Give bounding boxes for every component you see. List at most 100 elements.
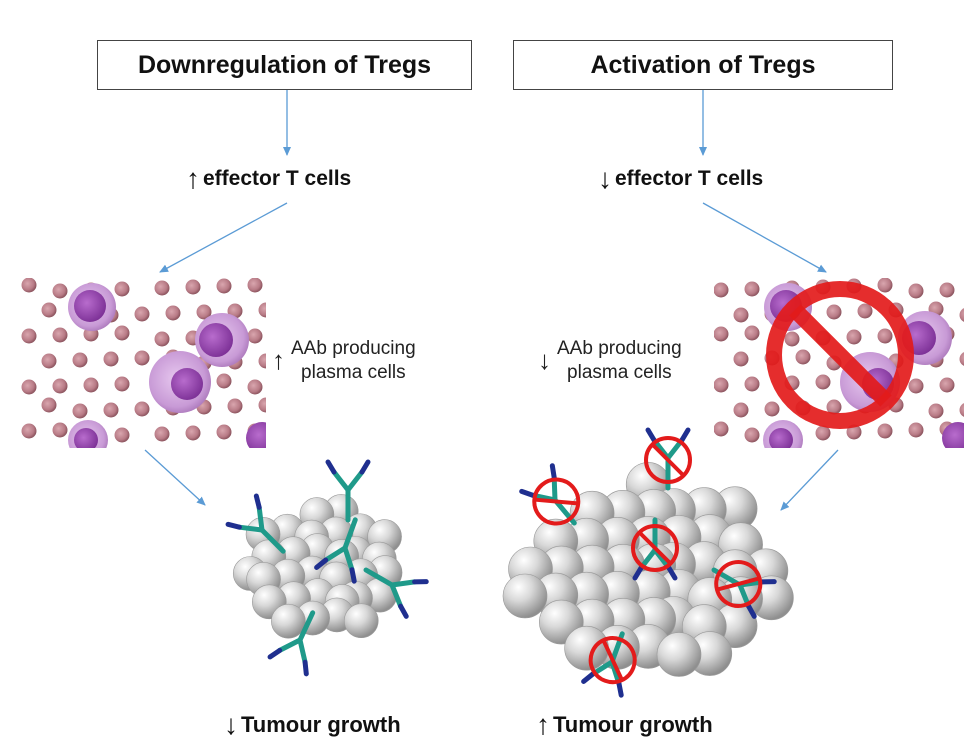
red-blood-cell xyxy=(247,278,263,293)
antibody-icon xyxy=(225,493,286,554)
antibody-icon xyxy=(711,560,777,619)
red-blood-cell xyxy=(114,376,130,392)
red-blood-cell xyxy=(877,423,893,439)
aab-line2: plasma cells xyxy=(567,361,672,383)
red-blood-cell xyxy=(258,353,266,369)
red-blood-cell xyxy=(959,403,964,417)
red-blood-cell xyxy=(41,397,57,413)
prohibition-sign-icon xyxy=(644,436,692,484)
red-blood-cell xyxy=(939,377,955,393)
plasma-cell xyxy=(246,422,266,448)
effector-text: effector T cells xyxy=(203,167,352,190)
down-arrow-icon: ↓ xyxy=(598,163,612,194)
red-blood-cell xyxy=(134,306,150,322)
red-blood-cell xyxy=(939,282,955,298)
red-blood-cell xyxy=(52,378,68,394)
up-arrow-icon: ↑ xyxy=(186,163,200,194)
red-blood-cell xyxy=(258,397,266,413)
antibody-icon xyxy=(581,631,637,698)
tumour-cell xyxy=(656,632,702,677)
arrow-left-effector-to-smear xyxy=(159,202,288,273)
red-blood-cell xyxy=(714,377,729,393)
red-blood-cell xyxy=(154,280,170,296)
plasma-cell xyxy=(763,420,803,448)
red-blood-cell xyxy=(154,426,170,442)
plasma-cell xyxy=(68,420,108,448)
red-blood-cell xyxy=(744,376,760,392)
red-blood-cell xyxy=(103,402,119,418)
tumour-cell-cluster-icon xyxy=(502,462,794,677)
blood-smear-left xyxy=(20,278,266,448)
red-blood-cell xyxy=(216,278,232,294)
red-blood-cell xyxy=(134,350,150,366)
antibody-icon xyxy=(363,567,429,619)
up-arrow-icon: ↑ xyxy=(272,345,285,376)
red-blood-cell xyxy=(908,283,924,299)
tumour-cell xyxy=(502,573,548,619)
red-blood-cell xyxy=(959,352,964,366)
red-blood-cell xyxy=(733,307,749,323)
aab-line1: AAb producing xyxy=(557,338,682,359)
red-blood-cell xyxy=(908,422,924,438)
prohibition-sign-icon xyxy=(714,560,763,608)
red-blood-cell xyxy=(21,278,37,293)
prohibition-sign-icon xyxy=(631,524,679,572)
antibody-icon xyxy=(314,517,358,584)
red-blood-cell xyxy=(714,282,729,298)
red-blood-cell xyxy=(52,327,68,343)
red-blood-cell xyxy=(784,331,800,347)
down-arrow-icon: ↓ xyxy=(538,345,551,376)
red-blood-cell xyxy=(928,403,944,419)
tumour-cell xyxy=(271,603,306,639)
red-blood-cell xyxy=(216,424,232,440)
red-blood-cell xyxy=(826,304,842,320)
red-blood-cell xyxy=(41,353,57,369)
red-blood-cell xyxy=(815,374,831,390)
red-blood-cell xyxy=(52,422,68,438)
antibody-icon xyxy=(631,517,679,581)
red-blood-cell xyxy=(877,278,893,293)
right-title-box: Activation of Tregs xyxy=(513,40,893,90)
red-blood-cell xyxy=(114,427,130,443)
red-blood-cell xyxy=(114,325,130,341)
tumour-cell xyxy=(343,603,379,639)
red-blood-cell xyxy=(826,399,842,415)
red-blood-cell xyxy=(134,401,150,417)
antibody-icon xyxy=(519,463,581,526)
red-blood-cell xyxy=(21,379,37,395)
red-blood-cell xyxy=(744,427,760,443)
effector-text: effector T cells xyxy=(615,167,764,190)
outcome-text: Tumour growth xyxy=(553,712,713,737)
red-blood-cell xyxy=(165,305,181,321)
red-blood-cell xyxy=(216,373,232,389)
flow-arrows xyxy=(144,90,839,511)
red-blood-cell xyxy=(744,281,760,297)
red-blood-cell xyxy=(185,425,201,441)
antibodies-right xyxy=(519,427,777,698)
red-blood-cell xyxy=(103,351,119,367)
right-aab-label: ↓ AAb producing plasma cells xyxy=(538,337,682,385)
right-title: Activation of Tregs xyxy=(590,50,816,79)
red-blood-cell xyxy=(41,302,57,318)
red-blood-cell xyxy=(908,378,924,394)
prohibition-sign-icon xyxy=(532,477,581,526)
red-blood-cell xyxy=(154,331,170,347)
red-blood-cell xyxy=(83,377,99,393)
red-blood-cell xyxy=(247,328,263,344)
plasma-cell xyxy=(68,283,116,331)
antibody-icon xyxy=(644,427,692,491)
red-blood-cell xyxy=(52,283,68,299)
red-blood-cell xyxy=(714,421,729,437)
red-blood-cell xyxy=(196,304,212,320)
plasma-cell xyxy=(195,313,249,367)
right-effector-label: ↓ effector T cells xyxy=(598,165,763,193)
left-effector-label: ↑ effector T cells xyxy=(186,165,351,193)
red-blood-cell xyxy=(815,425,831,441)
red-blood-cell xyxy=(72,403,88,419)
antibody-icon xyxy=(325,459,371,523)
antibodies-left xyxy=(225,459,429,677)
red-blood-cell xyxy=(185,279,201,295)
aab-line2: plasma cells xyxy=(301,361,406,383)
red-blood-cell xyxy=(258,302,266,318)
